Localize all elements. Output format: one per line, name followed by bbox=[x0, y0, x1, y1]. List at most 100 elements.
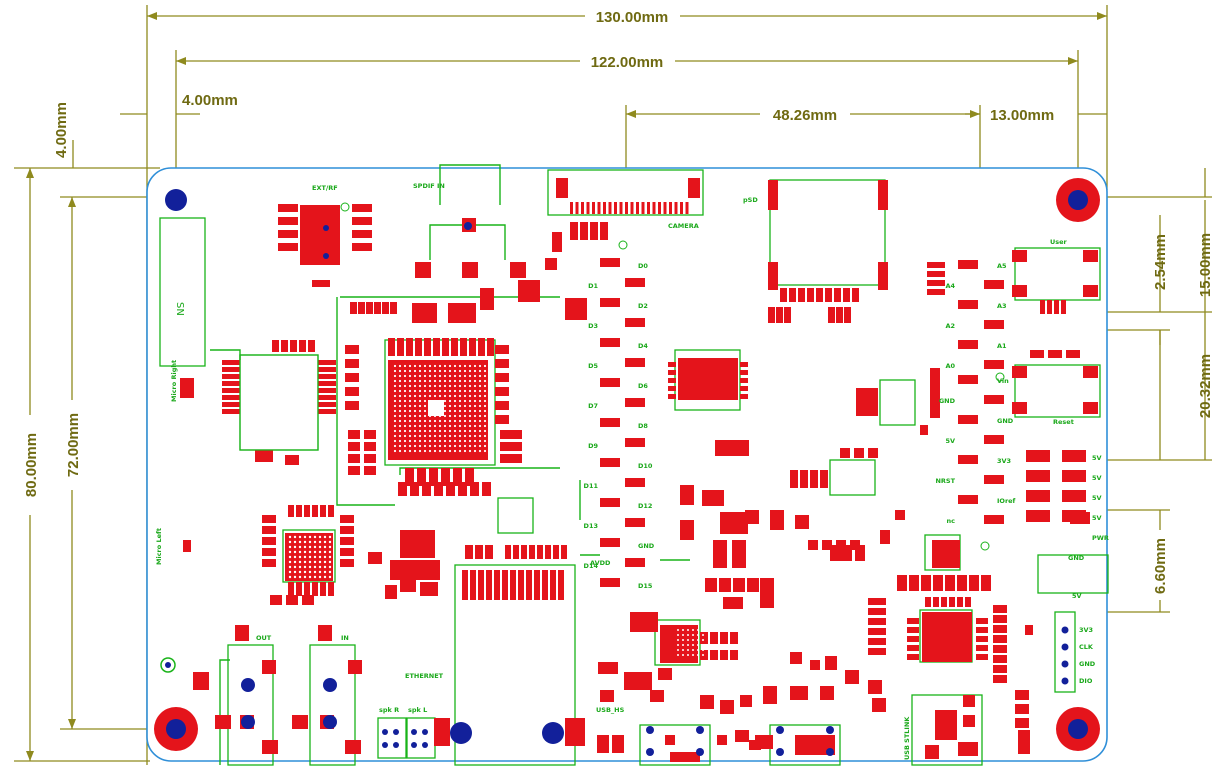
pad bbox=[660, 625, 698, 663]
pad bbox=[495, 415, 509, 424]
label-gnd-right: GND bbox=[1068, 554, 1085, 562]
dim-hole-offset-x: 4.00mm bbox=[182, 92, 238, 109]
pad bbox=[720, 650, 728, 660]
pad bbox=[965, 597, 971, 607]
pad bbox=[907, 645, 919, 651]
pad bbox=[495, 345, 509, 354]
pad bbox=[180, 378, 194, 398]
label-analog-pin: A3 bbox=[997, 302, 1007, 310]
pad bbox=[984, 320, 1004, 329]
pad bbox=[668, 370, 676, 375]
pad bbox=[318, 360, 336, 365]
pad bbox=[688, 178, 700, 198]
pad bbox=[348, 660, 362, 674]
pad bbox=[556, 178, 568, 198]
pad bbox=[417, 468, 426, 486]
pad bbox=[868, 448, 878, 458]
pad bbox=[619, 202, 623, 214]
pad bbox=[776, 307, 783, 323]
pad bbox=[652, 202, 656, 214]
dim-lower-offset: 6.60mm bbox=[1152, 538, 1169, 594]
pad bbox=[625, 438, 645, 447]
pad bbox=[415, 338, 422, 356]
pad bbox=[552, 232, 562, 252]
pad bbox=[680, 485, 694, 505]
pad bbox=[364, 430, 376, 439]
pad bbox=[930, 368, 940, 418]
pad bbox=[907, 636, 919, 642]
pad bbox=[183, 540, 191, 552]
dim-hole-span-y: 72.00mm bbox=[65, 413, 82, 477]
header-pin-labels: D0D1D2D3D4D5D6D7D8D9D10D11D12D13GNDD14D1… bbox=[584, 262, 1102, 685]
pad bbox=[600, 690, 614, 702]
pad bbox=[868, 680, 882, 694]
pad bbox=[222, 402, 240, 407]
label-swd-pin: 3V3 bbox=[1079, 626, 1093, 634]
pad bbox=[529, 545, 535, 559]
pad bbox=[553, 545, 559, 559]
pad bbox=[368, 552, 382, 564]
pad bbox=[397, 338, 404, 356]
label-ext-rf: EXT/RF bbox=[312, 184, 338, 192]
pad bbox=[984, 395, 1004, 404]
pad bbox=[720, 512, 748, 534]
pad bbox=[388, 338, 395, 356]
pad bbox=[320, 505, 326, 517]
pad bbox=[1015, 704, 1029, 714]
pad bbox=[478, 338, 485, 356]
pad bbox=[958, 300, 978, 309]
pad bbox=[575, 202, 579, 214]
pad bbox=[795, 735, 835, 755]
pad bbox=[312, 505, 318, 517]
pad bbox=[1015, 718, 1029, 728]
label-5v-rail: 5V bbox=[1092, 474, 1102, 482]
pad bbox=[720, 700, 734, 714]
label-power-pin: Vin bbox=[997, 377, 1009, 385]
dim-board-width: 130.00mm bbox=[596, 9, 669, 26]
label-analog-pin: A0 bbox=[945, 362, 955, 370]
pad bbox=[545, 258, 557, 270]
label-digital-pin: D6 bbox=[638, 382, 648, 390]
pad bbox=[925, 597, 931, 607]
pad bbox=[420, 582, 438, 596]
pad bbox=[740, 386, 748, 391]
pad bbox=[465, 545, 473, 559]
pad bbox=[735, 440, 749, 456]
pad bbox=[448, 303, 476, 323]
pad bbox=[600, 222, 608, 240]
pad bbox=[318, 381, 336, 386]
pad bbox=[406, 338, 413, 356]
pad bbox=[482, 482, 491, 496]
pad bbox=[1018, 730, 1030, 754]
pad bbox=[505, 545, 511, 559]
pad bbox=[958, 260, 978, 269]
pad bbox=[600, 458, 620, 467]
label-power-pin: 3V3 bbox=[997, 457, 1011, 465]
pad bbox=[834, 288, 841, 302]
pad bbox=[636, 202, 639, 214]
pad bbox=[352, 204, 372, 212]
pad bbox=[625, 478, 645, 487]
label-power-pin: NRST bbox=[935, 477, 955, 485]
pad bbox=[364, 466, 376, 475]
pad bbox=[1030, 350, 1044, 358]
label-digital-pin: D5 bbox=[588, 362, 598, 370]
pad bbox=[685, 202, 689, 214]
pad bbox=[222, 409, 240, 414]
label-analog-pin: A2 bbox=[945, 322, 955, 330]
pad bbox=[730, 632, 738, 644]
pad bbox=[592, 202, 595, 214]
pad bbox=[810, 660, 820, 670]
pad bbox=[732, 540, 746, 568]
pad bbox=[768, 180, 778, 210]
pad bbox=[434, 718, 450, 746]
pad bbox=[412, 303, 437, 323]
pad bbox=[735, 730, 749, 742]
pad bbox=[451, 338, 458, 356]
pad bbox=[480, 288, 494, 310]
pad bbox=[984, 360, 1004, 369]
pad bbox=[674, 202, 678, 214]
pad bbox=[855, 545, 865, 561]
pad bbox=[281, 340, 288, 352]
dimension-lines bbox=[14, 5, 1212, 765]
